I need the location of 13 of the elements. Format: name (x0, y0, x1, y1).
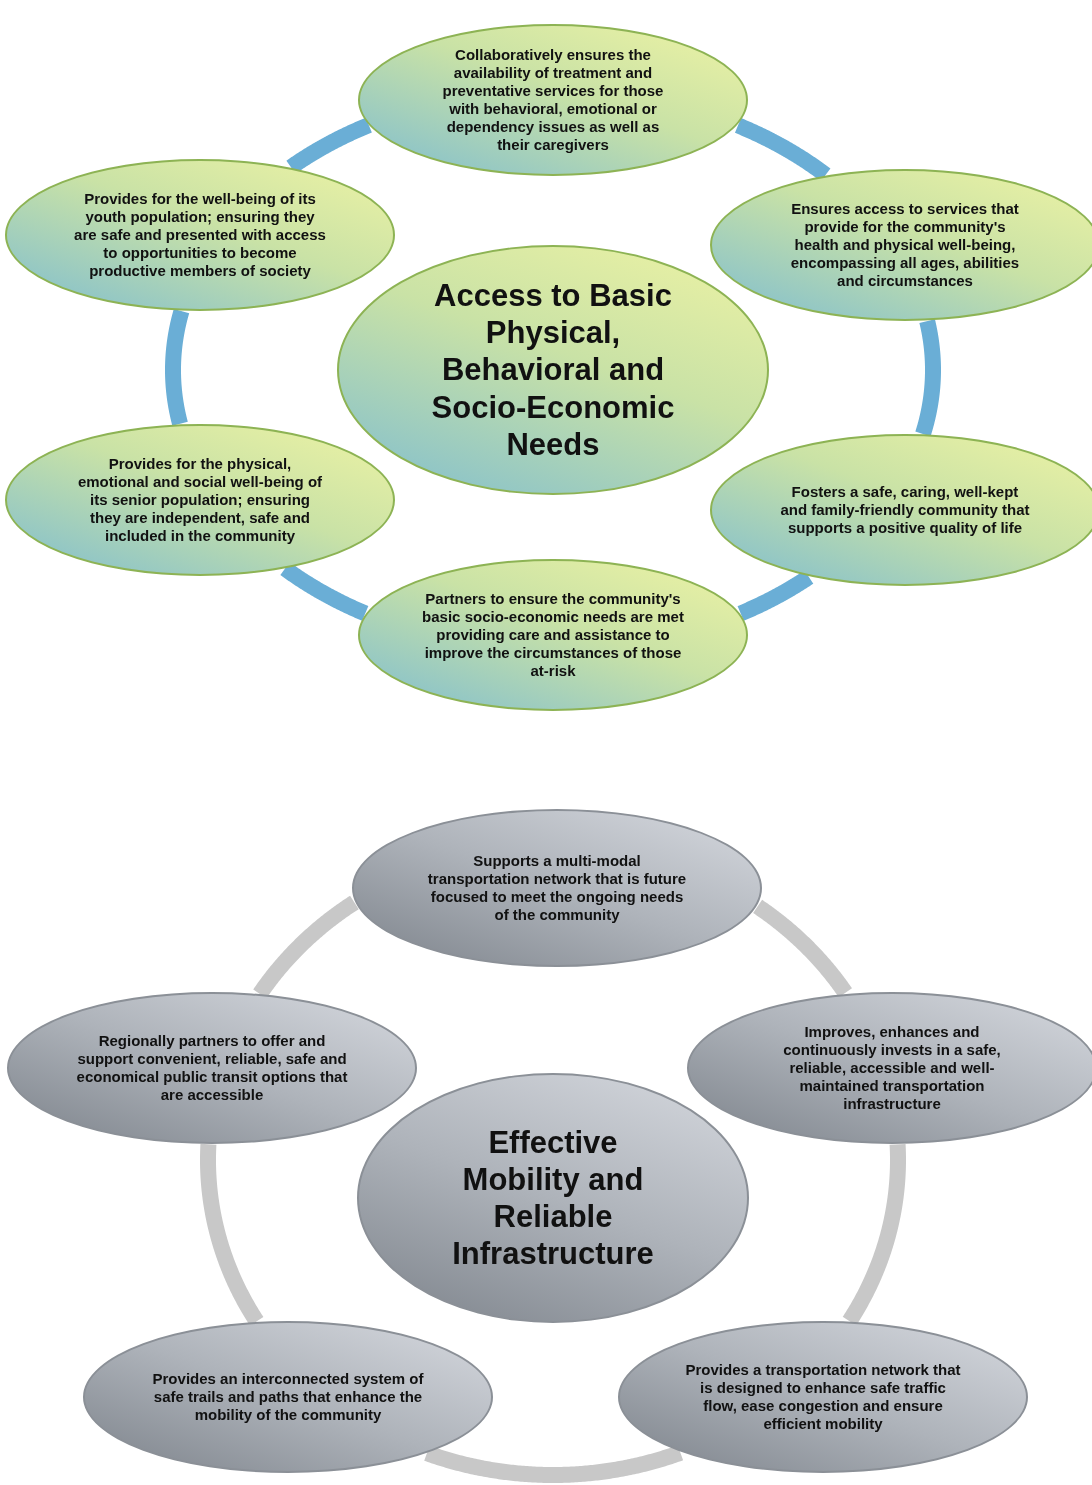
node-text: Provides a transportation network that is designed to enhance safe traffic flow, ease congestion and ensure efficient mobility (684, 1361, 962, 1433)
node-text: Ensures access to services that provide for the community's health and physical well-being, encompassing all ages, abilities and circumstances (789, 200, 1021, 290)
central-theme-text: Effective Mobility and Reliable Infrastructure (451, 1123, 655, 1273)
node-text: Supports a multi-modal transportation network that is future focused to meet the ongoing needs of the community (426, 852, 688, 924)
node-text: Provides for the physical, emotional and social well-being of its senior population; ensuring they are independent, safe and included in the community (76, 455, 324, 545)
node-text: Provides for the well-being of its youth population; ensuring they are safe and presented with access to opportunities to become productive members of society (73, 190, 327, 280)
node-text: Fosters a safe, caring, well-kept and family-friendly community that supports a positive quality of life (780, 483, 1030, 537)
node-text: Regionally partners to offer and support convenient, reliable, safe and economical public transit options that are accessible (75, 1032, 349, 1104)
node-text: Collaboratively ensures the availability of treatment and preventative services for those with behavioral, emotional or dependency issues as well as their caregivers (441, 46, 665, 154)
central-theme-text: Access to Basic Physical, Behavioral and Socio-Economic Needs (430, 277, 676, 463)
node-text: Provides an interconnected system of safe trails and paths that enhance the mobility of the community (151, 1370, 425, 1424)
node-text: Partners to ensure the community's basic socio-economic needs are met providing care and assistance to improve the circumstances of those at-risk (421, 590, 685, 680)
node-text: Improves, enhances and continuously invests in a safe, reliable, accessible and well-maintained transportation infrastructure (782, 1023, 1002, 1113)
